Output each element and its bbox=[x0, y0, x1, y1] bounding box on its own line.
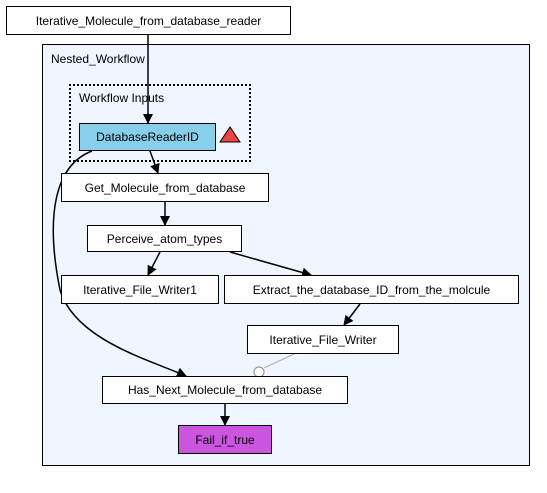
workflow-inputs-box bbox=[69, 84, 251, 162]
source-node[interactable]: Iterative_Molecule_from_database_reader bbox=[6, 6, 291, 35]
perceive-node[interactable]: Perceive_atom_types bbox=[87, 225, 242, 252]
input-port-node[interactable]: DatabaseReaderID bbox=[79, 123, 216, 151]
writer1-node[interactable]: Iterative_File_Writer1 bbox=[61, 275, 219, 304]
extract-node[interactable]: Extract_the_database_ID_from_the_molcule bbox=[224, 275, 519, 304]
edge-extract-to-writer bbox=[343, 303, 361, 326]
edge-input-to-get-molecule bbox=[149, 150, 160, 174]
control-link-writer-to-has-next bbox=[263, 353, 295, 369]
nested-workflow-label: Nested_Workflow bbox=[51, 52, 145, 66]
workflow-inputs-label: Workflow Inputs bbox=[79, 91, 165, 105]
fail-node[interactable]: Fail_if_true bbox=[178, 425, 272, 454]
warning-icon bbox=[219, 126, 241, 143]
has-next-node[interactable]: Has_Next_Molecule_from_database bbox=[102, 376, 348, 404]
get-molecule-node[interactable]: Get_Molecule_from_database bbox=[61, 173, 269, 202]
writer-node[interactable]: Iterative_File_Writer bbox=[247, 325, 399, 354]
edge-perceive-to-extract bbox=[229, 251, 312, 278]
edge-perceive-to-writer1 bbox=[147, 251, 161, 276]
